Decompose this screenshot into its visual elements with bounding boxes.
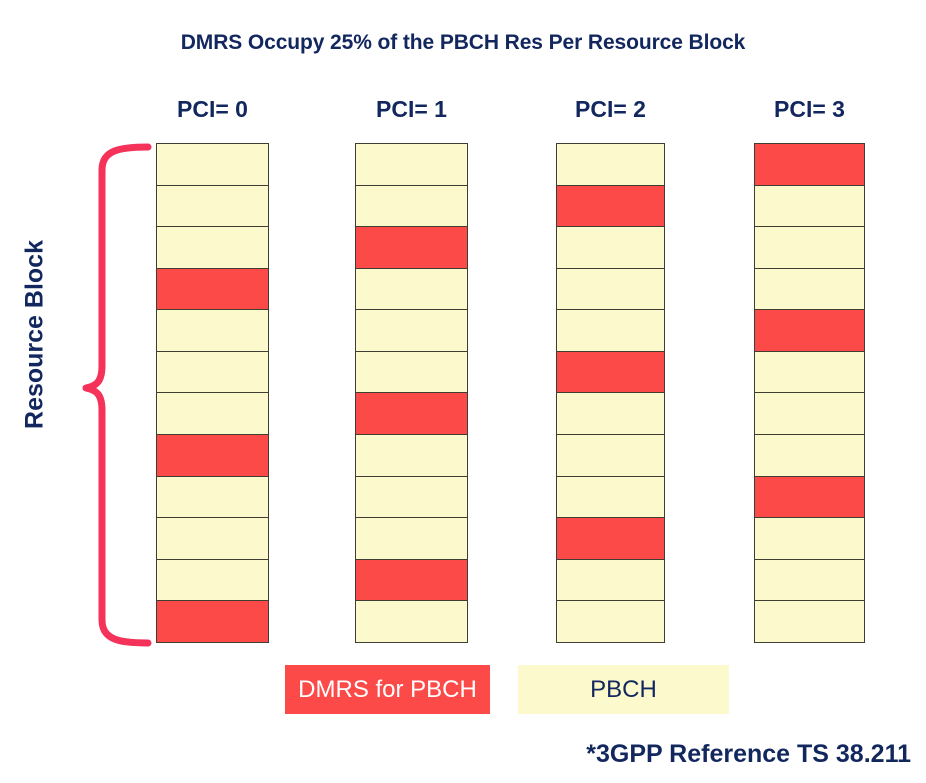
resource-element-pbch [355, 350, 468, 393]
page-title: DMRS Occupy 25% of the PBCH Res Per Reso… [180, 31, 746, 54]
resource-element-pbch [556, 226, 665, 268]
column-header-pci-1: PCI= 1 [376, 96, 447, 122]
resource-element-pbch [754, 267, 865, 310]
resource-block-annotation: Resource Block [0, 130, 160, 660]
resource-element-pbch [156, 143, 269, 185]
resource-element-dmrs [754, 475, 865, 518]
resource-element-pbch [754, 226, 865, 268]
footnote-reference: *3GPP Reference TS 38.211 [586, 740, 911, 768]
resource-element-pbch [754, 392, 865, 435]
resource-element-pbch [355, 600, 468, 643]
resource-element-pbch [556, 309, 665, 351]
pci-column-2 [556, 143, 665, 643]
resource-element-pbch [754, 600, 865, 643]
resource-element-dmrs [355, 392, 468, 435]
resource-element-pbch [754, 350, 865, 393]
curly-brace-icon [82, 143, 152, 647]
resource-element-pbch [556, 558, 665, 601]
resource-element-dmrs [556, 184, 665, 227]
legend-item-pbch: PBCH [518, 665, 729, 714]
resource-element-pbch [156, 392, 269, 435]
column-header-pci-0: PCI= 0 [177, 96, 248, 122]
resource-element-pbch [156, 517, 269, 559]
legend-item-dmrs: DMRS for PBCH [285, 665, 490, 714]
resource-element-dmrs [156, 267, 269, 310]
resource-element-pbch [556, 267, 665, 310]
resource-element-pbch [355, 143, 468, 185]
resource-element-pbch [156, 226, 269, 268]
resource-element-pbch [156, 184, 269, 227]
resource-element-pbch [355, 475, 468, 518]
resource-element-pbch [355, 517, 468, 559]
resource-element-pbch [355, 267, 468, 310]
resource-element-pbch [355, 184, 468, 227]
resource-element-pbch [156, 309, 269, 351]
resource-element-dmrs [754, 143, 865, 185]
pci-column-0 [156, 143, 269, 643]
resource-element-pbch [355, 434, 468, 476]
resource-element-pbch [556, 434, 665, 476]
resource-element-dmrs [556, 517, 665, 559]
resource-element-pbch [556, 600, 665, 643]
resource-element-pbch [156, 350, 269, 393]
resource-element-dmrs [156, 600, 269, 643]
resource-element-dmrs [355, 558, 468, 601]
resource-element-pbch [754, 517, 865, 559]
resource-element-dmrs [556, 350, 665, 393]
resource-element-dmrs [355, 226, 468, 268]
resource-element-pbch [556, 475, 665, 518]
resource-element-pbch [156, 475, 269, 518]
column-header-pci-2: PCI= 2 [575, 96, 646, 122]
resource-element-pbch [556, 392, 665, 435]
column-header-pci-3: PCI= 3 [774, 96, 845, 122]
resource-element-pbch [754, 184, 865, 227]
resource-element-pbch [156, 558, 269, 601]
resource-element-pbch [754, 558, 865, 601]
resource-element-pbch [556, 143, 665, 185]
resource-element-pbch [355, 309, 468, 351]
resource-element-dmrs [156, 434, 269, 476]
pci-column-1 [355, 143, 468, 643]
resource-element-dmrs [754, 309, 865, 351]
pci-column-3 [754, 143, 865, 643]
resource-element-pbch [754, 434, 865, 476]
